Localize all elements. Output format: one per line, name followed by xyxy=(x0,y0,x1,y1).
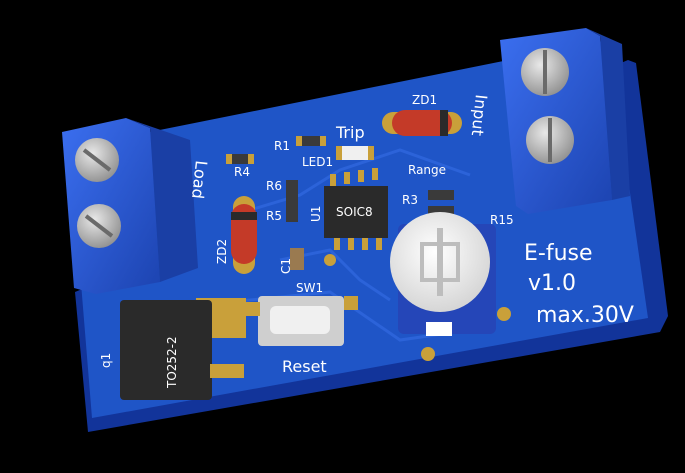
label-q1: q1 xyxy=(99,353,113,368)
potentiometer-r15 xyxy=(390,212,496,336)
solder-pads xyxy=(324,254,511,361)
label-r3: R3 xyxy=(402,193,418,207)
chip-u1 xyxy=(324,168,388,250)
label-led1: LED1 xyxy=(302,155,333,169)
label-r1: R1 xyxy=(274,139,290,153)
label-zd2: ZD2 xyxy=(215,239,229,264)
label-r4: R4 xyxy=(234,165,250,179)
reset-button-sw1 xyxy=(246,296,358,346)
rating-text: max.30V xyxy=(536,303,634,328)
label-package: TO252-2 xyxy=(165,336,179,389)
label-range: Range xyxy=(408,163,446,177)
label-input: Input xyxy=(468,94,491,137)
diode-zd2 xyxy=(231,196,257,274)
label-sw1: SW1 xyxy=(296,281,323,295)
load-terminal-block xyxy=(62,118,198,294)
label-r5: R5 xyxy=(266,209,282,223)
brand-text: E-fuse xyxy=(524,241,593,266)
smd-resistors xyxy=(226,136,454,270)
label-soic8: SOIC8 xyxy=(336,205,373,219)
label-reset: Reset xyxy=(282,357,327,376)
label-r15: R15 xyxy=(490,213,514,227)
label-trip: Trip xyxy=(335,123,365,142)
diode-zd1 xyxy=(382,110,462,136)
label-c1: C1 xyxy=(279,258,293,274)
label-zd1: ZD1 xyxy=(412,93,437,107)
input-terminal-block xyxy=(500,28,630,214)
label-r6: R6 xyxy=(266,179,282,193)
label-u1: U1 xyxy=(309,206,323,222)
transistor-q1 xyxy=(120,298,246,400)
version-text: v1.0 xyxy=(528,271,576,296)
label-load: Load xyxy=(188,160,211,200)
